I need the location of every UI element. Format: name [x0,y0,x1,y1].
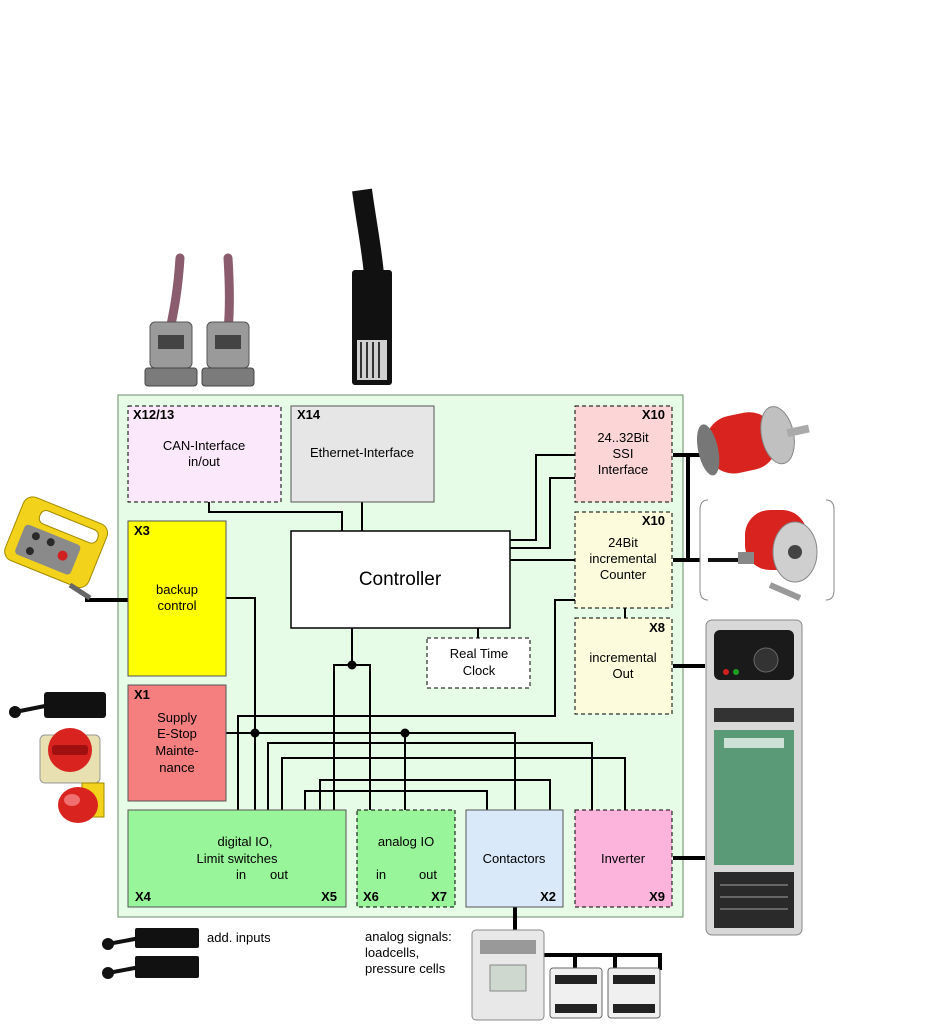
analog-signals-label-line1: analog signals: [365,929,452,944]
internal-wiring [208,454,626,810]
ssi-connector-id: X10 [642,407,665,422]
can-interface-block: X12/13 CAN-Interface in/out [127,405,282,503]
emergency-stop-image [58,782,105,823]
contactors-label: Contactors [483,851,546,866]
eth-label: Ethernet-Interface [310,445,414,460]
rtc-label-line2: Clock [463,663,496,678]
pendant-control-image [4,496,109,601]
ssi-label-line1: 24..32Bit [597,430,649,445]
backup-label-line2: control [157,598,196,613]
supply-label-line4: nance [159,760,194,775]
digital-out-label: out [270,867,288,882]
limit-switch-image [9,692,106,718]
analog-out-label: out [419,867,437,882]
main-switch-image [39,728,101,784]
eth-connector-id: X14 [297,407,321,422]
analog-in-label: in [376,867,386,882]
can-dsub-connectors-image [144,253,255,387]
ethernet-rj45-cable-image [352,188,392,385]
backup-control-block: X3 backup control [127,520,227,677]
analog-label: analog IO [378,834,434,849]
controller-label: Controller [359,569,442,590]
inverter-label: Inverter [601,851,646,866]
ssi-encoder-image [696,406,810,476]
ssi-label-line2: SSI [613,446,634,461]
rtc-label-line1: Real Time [450,646,509,661]
incremental-counter-block: X10 24Bit incremental Counter [574,511,673,609]
contactors-block: Contactors X2 [465,809,564,908]
digital-label-line2: Limit switches [197,851,278,866]
can-connector-id: X12/13 [133,407,174,422]
inverter-connector-id: X9 [649,889,665,904]
supply-block: X1 Supply E-Stop Mainte- nance [127,684,227,802]
inverter-block: Inverter X9 [574,809,673,908]
supply-connector-id: X1 [134,687,150,702]
ssi-interface-block: X10 24..32Bit SSI Interface [574,405,673,503]
analog-connector-right: X7 [431,889,447,904]
inc-label-line3: Counter [600,567,647,582]
ethernet-interface-block: X14 Ethernet-Interface [290,405,435,503]
contactors-connector-id: X2 [540,889,556,904]
analog-signals-label-line3: pressure cells [365,961,446,976]
can-label-line2: in/out [188,454,220,469]
digital-io-block: digital IO, Limit switches in out X4 X5 [127,809,347,908]
can-label-line1: CAN-Interface [163,438,245,453]
controller-block: Controller [290,530,511,629]
incout-label-line2: Out [613,666,634,681]
incout-label-line1: incremental [589,650,656,665]
digital-connector-right: X5 [321,889,337,904]
digital-in-label: in [236,867,246,882]
backup-label-line1: backup [156,582,198,597]
supply-label-line2: E-Stop [157,726,197,741]
add-inputs-label: add. inputs [207,930,271,945]
ssi-label-line3: Interface [598,462,649,477]
supply-label-line1: Supply [157,710,197,725]
supply-label-line3: Mainte- [155,743,198,758]
inc-connector-id: X10 [642,513,665,528]
incremental-out-block: X8 incremental Out [574,617,673,715]
external-wiring [85,453,705,970]
analog-io-block: analog IO in out X6 X7 [356,809,456,908]
inc-label-line2: incremental [589,551,656,566]
contactor-devices-image [471,929,661,1021]
analog-connector-left: X6 [363,889,379,904]
backup-connector-id: X3 [134,523,150,538]
digital-connector-left: X4 [135,889,152,904]
digital-label-line1: digital IO, [218,834,273,849]
incout-connector-id: X8 [649,620,665,635]
additional-input-switches-image [102,928,199,979]
inverter-drive-image [705,619,803,936]
incremental-encoder-image [699,499,835,601]
analog-signals-label-line2: loadcells, [365,945,419,960]
real-time-clock-block: Real Time Clock [426,637,531,689]
inc-label-line1: 24Bit [608,535,638,550]
